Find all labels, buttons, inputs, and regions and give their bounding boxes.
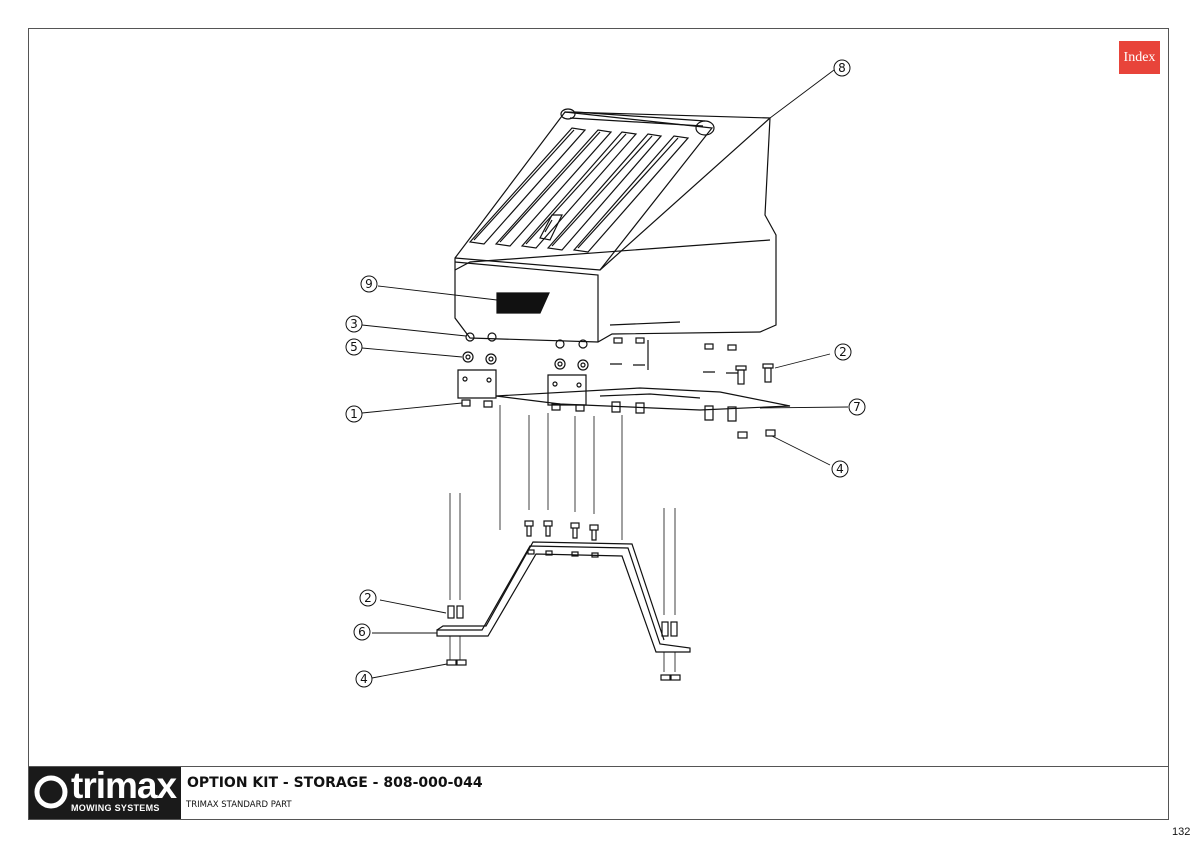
callout-2-right: 2 — [834, 343, 852, 361]
logo-wordmark: trimax — [71, 765, 177, 806]
svg-text:6: 6 — [358, 625, 366, 639]
exploded-parts-diagram: 8 9 3 5 1 2 7 4 2 6 4 — [345, 59, 866, 688]
svg-text:1: 1 — [350, 407, 358, 421]
leader-lines — [361, 69, 849, 679]
svg-text:9: 9 — [365, 277, 373, 291]
index-button[interactable]: Index — [1119, 41, 1160, 74]
page-number: 132 — [1172, 826, 1191, 838]
mounting-plate — [457, 363, 791, 411]
callout-8: 8 — [833, 59, 851, 77]
page-title: OPTION KIT - STORAGE - 808-000-044 — [187, 775, 483, 791]
svg-text:2: 2 — [839, 345, 847, 359]
svg-text:7: 7 — [853, 400, 861, 414]
trimax-logo: trimax MOWING SYSTEMS — [29, 765, 181, 819]
callout-5: 5 — [345, 338, 363, 356]
logo-tagline: MOWING SYSTEMS — [71, 803, 160, 813]
svg-text:5: 5 — [350, 340, 358, 354]
callout-6: 6 — [353, 623, 371, 641]
title-block — [28, 766, 1169, 820]
callout-4-left: 4 — [355, 670, 373, 688]
nuts-row — [462, 332, 738, 374]
callout-9: 9 — [360, 275, 378, 293]
support-frame — [436, 541, 691, 681]
callout-1: 1 — [345, 405, 363, 423]
svg-text:8: 8 — [838, 61, 846, 75]
svg-text:3: 3 — [350, 317, 358, 331]
drawing-frame — [28, 28, 1169, 820]
assembly-lines — [449, 405, 676, 672]
page-subtitle: TRIMAX STANDARD PART — [186, 800, 292, 810]
callout-3: 3 — [345, 315, 363, 333]
svg-text:4: 4 — [836, 462, 844, 476]
storage-box — [454, 108, 777, 343]
callout-4-right: 4 — [831, 460, 849, 478]
bolts-top — [461, 399, 776, 439]
callout-2-left: 2 — [359, 589, 377, 607]
svg-text:4: 4 — [360, 672, 368, 686]
callout-7: 7 — [848, 398, 866, 416]
bolts-lower — [524, 520, 599, 541]
svg-text:2: 2 — [364, 591, 372, 605]
trimax-logo-mark-icon — [34, 775, 68, 809]
